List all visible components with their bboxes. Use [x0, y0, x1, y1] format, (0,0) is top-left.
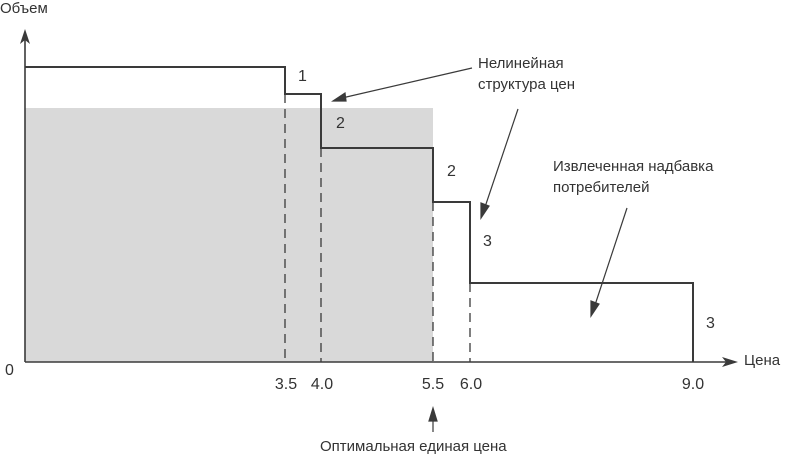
- extracted-surplus-label-line1: Извлеченная надбавка: [553, 158, 714, 175]
- y-axis-arrow-icon: [20, 29, 30, 44]
- y-axis-label: Объем: [0, 0, 48, 17]
- demand-step-line: [25, 66, 694, 362]
- step-label-3a: 3: [483, 233, 492, 250]
- shaded-revenue-region: [25, 108, 433, 362]
- surplus-arrow-head-icon: [590, 300, 600, 318]
- extracted-surplus-label-line2: потребителей: [553, 179, 650, 196]
- nonlinear-arrow-1-head-icon: [331, 91, 347, 102]
- optimal-price-arrow-head-icon: [428, 405, 438, 422]
- origin-label: 0: [5, 362, 14, 379]
- x-axis-label: Цена: [744, 352, 781, 369]
- x-tick-9-0: 9.0: [681, 376, 705, 393]
- step-label-1: 1: [298, 68, 307, 85]
- step-label-3b: 3: [706, 315, 715, 332]
- x-tick-5-5: 5.5: [421, 376, 445, 393]
- step-label-2b: 2: [447, 163, 456, 180]
- x-axis-arrow-icon: [722, 357, 738, 367]
- nonlinear-arrow-2: [484, 108, 519, 208]
- surplus-arrow: [594, 207, 628, 306]
- nonlinear-pricing-label-line1: Нелинейная: [478, 55, 564, 72]
- nonlinear-pricing-label-line2: структура цен: [478, 76, 576, 93]
- x-tick-6-0: 6.0: [459, 376, 483, 393]
- optimal-single-price-label: Оптимальная единая цена: [320, 438, 507, 455]
- x-tick-3-5: 3.5: [274, 376, 298, 393]
- step-label-2a: 2: [336, 115, 345, 132]
- nonlinear-arrow-1: [341, 67, 473, 99]
- nonlinear-arrow-2-head-icon: [480, 202, 490, 220]
- x-tick-4-0: 4.0: [310, 376, 334, 393]
